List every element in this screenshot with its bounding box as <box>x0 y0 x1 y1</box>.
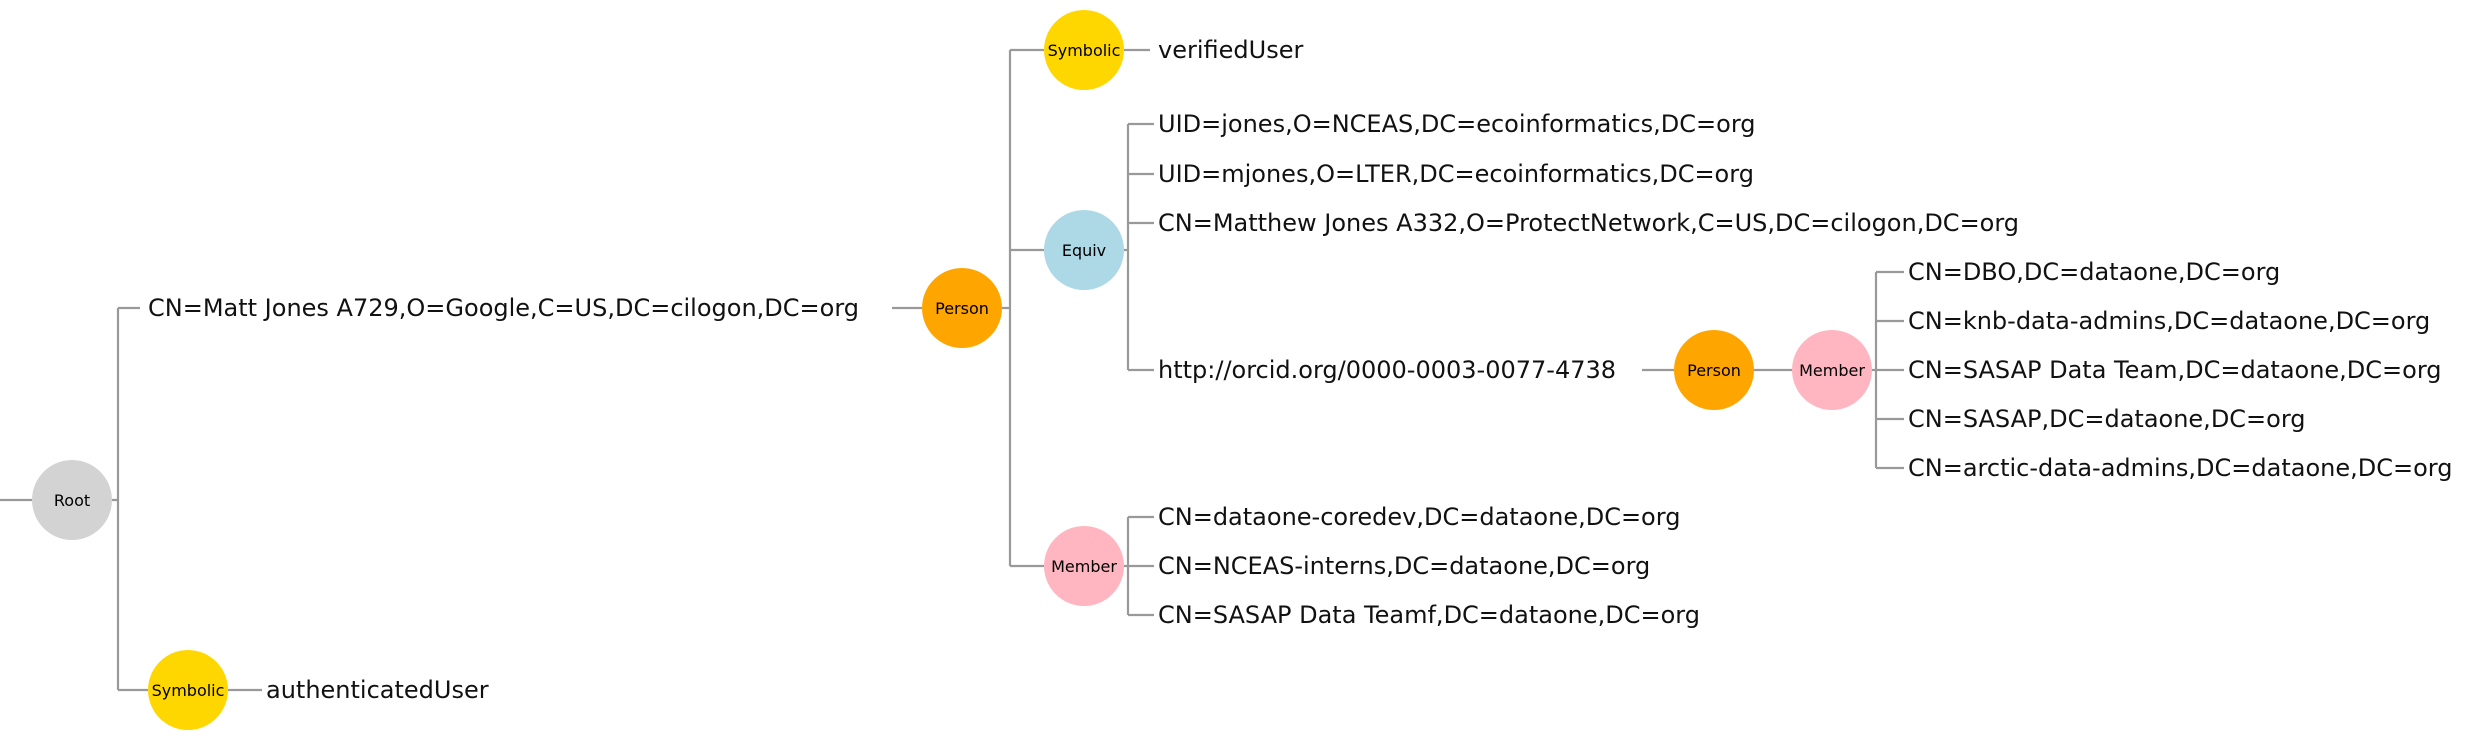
symbolic-node-verified-label: Symbolic <box>1048 41 1121 60</box>
equiv-node-label: Equiv <box>1062 241 1106 260</box>
equiv-id-1: UID=jones,O=NCEAS,DC=ecoinformatics,DC=o… <box>1158 110 1756 138</box>
member-node-1: Member <box>1044 526 1124 606</box>
symbolic-node-verified: Symbolic <box>1044 10 1124 90</box>
edge-person-children <box>1002 48 1044 568</box>
equiv-id-2: UID=mjones,O=LTER,DC=ecoinformatics,DC=o… <box>1158 160 1754 188</box>
authenticated-user-label: authenticatedUser <box>266 676 489 704</box>
member-1-group-1: CN=dataone-coredev,DC=dataone,DC=org <box>1158 503 1680 531</box>
edge-member-2-children <box>1872 270 1904 470</box>
circle-node-icon <box>1674 330 1754 410</box>
member-2-group-3: CN=SASAP Data Team,DC=dataone,DC=org <box>1908 356 2442 384</box>
matt-google-identity: CN=Matt Jones A729,O=Google,C=US,DC=cilo… <box>148 294 859 322</box>
symbolic-node-auth: Symbolic <box>148 650 228 730</box>
edge-member-1-children <box>1124 515 1154 617</box>
member-node-1-label: Member <box>1051 557 1117 576</box>
member-node-2-label: Member <box>1799 361 1865 380</box>
member-1-group-2: CN=NCEAS-interns,DC=dataone,DC=org <box>1158 552 1650 580</box>
leaf-labels: CN=Matt Jones A729,O=Google,C=US,DC=cilo… <box>148 36 2452 704</box>
tree-edges <box>0 48 1904 692</box>
circle-node-icon <box>148 650 228 730</box>
member-2-group-5: CN=arctic-data-admins,DC=dataone,DC=org <box>1908 454 2452 482</box>
person-node-1: Person <box>922 268 1002 348</box>
edge-equiv-children <box>1124 122 1154 372</box>
root-node: Root <box>32 460 112 540</box>
equiv-node: Equiv <box>1044 210 1124 290</box>
member-1-group-3: CN=SASAP Data Teamf,DC=dataone,DC=org <box>1158 601 1700 629</box>
member-2-group-2: CN=knb-data-admins,DC=dataone,DC=org <box>1908 307 2430 335</box>
circle-node-icon <box>1044 10 1124 90</box>
member-2-group-4: CN=SASAP,DC=dataone,DC=org <box>1908 405 2306 433</box>
circle-node-icon <box>1044 210 1124 290</box>
circle-node-icon <box>1044 526 1124 606</box>
root-node-label: Root <box>54 491 90 510</box>
person-node-2-label: Person <box>1687 361 1741 380</box>
person-node-2: Person <box>1674 330 1754 410</box>
member-2-group-1: CN=DBO,DC=dataone,DC=org <box>1908 258 2280 286</box>
person-node-1-label: Person <box>935 299 989 318</box>
verified-user-label: verifiedUser <box>1158 36 1303 64</box>
edge-root-children <box>112 306 148 692</box>
circle-node-icon <box>32 460 112 540</box>
circle-node-icon <box>922 268 1002 348</box>
equiv-id-orcid: http://orcid.org/0000-0003-0077-4738 <box>1158 356 1616 384</box>
circle-node-icon <box>1792 330 1872 410</box>
symbolic-node-auth-label: Symbolic <box>152 681 225 700</box>
member-node-2: Member <box>1792 330 1872 410</box>
equiv-id-3: CN=Matthew Jones A332,O=ProtectNetwork,C… <box>1158 209 2019 237</box>
